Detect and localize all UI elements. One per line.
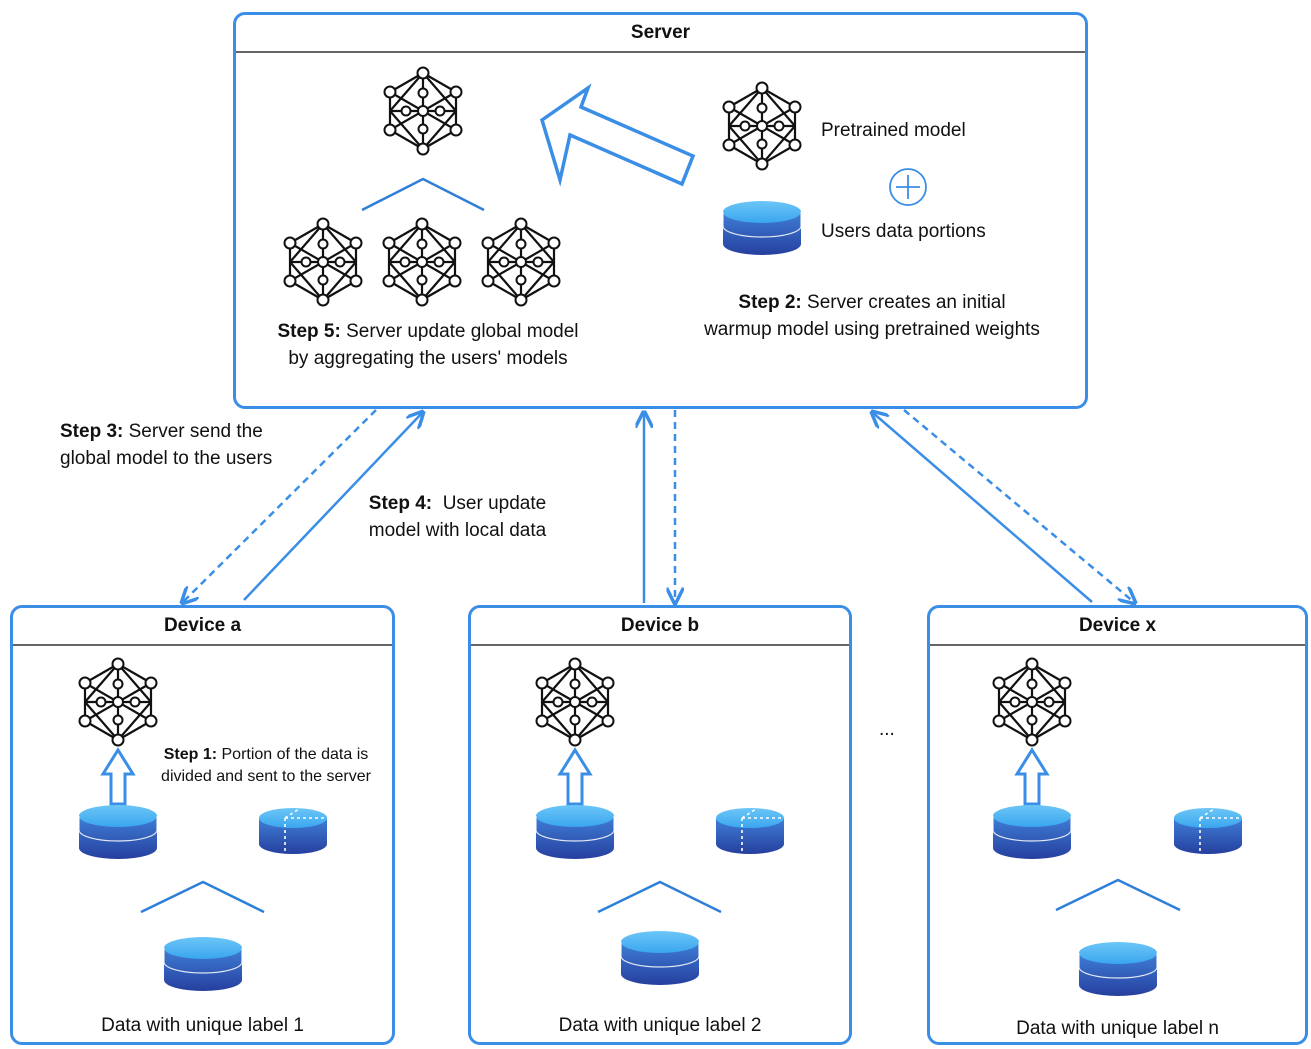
- device-b-database-icon: [535, 804, 615, 860]
- step4-title: Step 4:: [368, 493, 433, 514]
- step4-line1: User update: [432, 493, 547, 514]
- step5-line2: by aggregating the users' models: [288, 348, 568, 369]
- update-arrow-device-a: [243, 412, 423, 601]
- user-model-icon-1: [283, 217, 363, 307]
- aggregation-bracket: [361, 177, 485, 212]
- pretrained-model-icon: [722, 81, 802, 171]
- server-title: Server: [236, 15, 1085, 53]
- step5-title: Step 5:: [277, 321, 341, 342]
- device-a-label-database-icon: [163, 936, 243, 992]
- device-b-bracket: [597, 880, 722, 914]
- global-model-icon: [383, 66, 463, 156]
- step1-title: Step 1:: [163, 746, 218, 763]
- step2-title: Step 2:: [738, 292, 802, 313]
- device-x-title: Device x: [930, 608, 1305, 646]
- send-arrow-device-x: [903, 409, 1135, 603]
- step4-line2: model with local data: [368, 520, 547, 541]
- pretrained-model-label: Pretrained model: [821, 120, 966, 141]
- device-a-data-label: Data with unique label 1: [101, 1015, 304, 1036]
- step5-caption: Step 5: Server update global model by ag…: [238, 318, 618, 372]
- device-x-label-database-icon: [1078, 941, 1158, 997]
- update-arrow-device-x: [872, 412, 1093, 603]
- device-x-model-icon: [992, 657, 1072, 747]
- step1-line1: Portion of the data is: [217, 746, 369, 763]
- plus-circle-icon: [889, 168, 927, 206]
- step3-title: Step 3:: [60, 421, 124, 442]
- user-model-icon-2: [382, 217, 462, 307]
- step3-line1: Server send the: [123, 421, 263, 442]
- device-b-model-icon: [535, 657, 615, 747]
- device-b-label-database-icon: [620, 930, 700, 986]
- send-arrow-device-a: [182, 409, 377, 603]
- step4-caption: Step 4: User update model with local dat…: [340, 490, 575, 544]
- step2-line1: Server creates an initial: [801, 292, 1006, 313]
- device-a-database-icon: [78, 804, 158, 860]
- device-x-data-label: Data with unique label n: [1016, 1018, 1219, 1039]
- device-x-database-icon: [992, 804, 1072, 860]
- device-x-up-arrow-icon: [1015, 748, 1049, 806]
- device-b-up-arrow-icon: [558, 748, 592, 806]
- step3-line2: global model to the users: [60, 448, 273, 469]
- device-a-up-arrow-icon: [101, 748, 135, 806]
- step2-caption: Step 2: Server creates an initial warmup…: [660, 289, 1084, 343]
- user-model-icon-3: [481, 217, 561, 307]
- users-data-database-icon: [722, 200, 802, 256]
- users-data-label: Users data portions: [821, 221, 986, 242]
- server-panel: Server: [233, 12, 1088, 409]
- device-a-panel: Device a: [10, 605, 395, 1045]
- device-a-split-database-icon: [258, 807, 328, 855]
- step1-caption: Step 1: Portion of the data is divided a…: [140, 744, 392, 788]
- warmup-arrow-icon: [539, 83, 696, 187]
- device-a-title: Device a: [13, 608, 392, 646]
- device-a-model-icon: [78, 657, 158, 747]
- more-devices-ellipsis: ...: [879, 719, 895, 740]
- device-b-split-database-icon: [715, 807, 785, 855]
- step1-line2: divided and sent to the server: [161, 768, 371, 785]
- device-x-split-database-icon: [1173, 807, 1243, 855]
- step5-line1: Server update global model: [340, 321, 579, 342]
- device-b-title: Device b: [471, 608, 849, 646]
- device-x-bracket: [1055, 878, 1181, 912]
- device-b-data-label: Data with unique label 2: [558, 1015, 762, 1036]
- step2-line2: warmup model using pretrained weights: [704, 319, 1040, 340]
- device-a-bracket: [140, 880, 265, 914]
- step3-caption: Step 3: Server send the global model to …: [60, 418, 360, 472]
